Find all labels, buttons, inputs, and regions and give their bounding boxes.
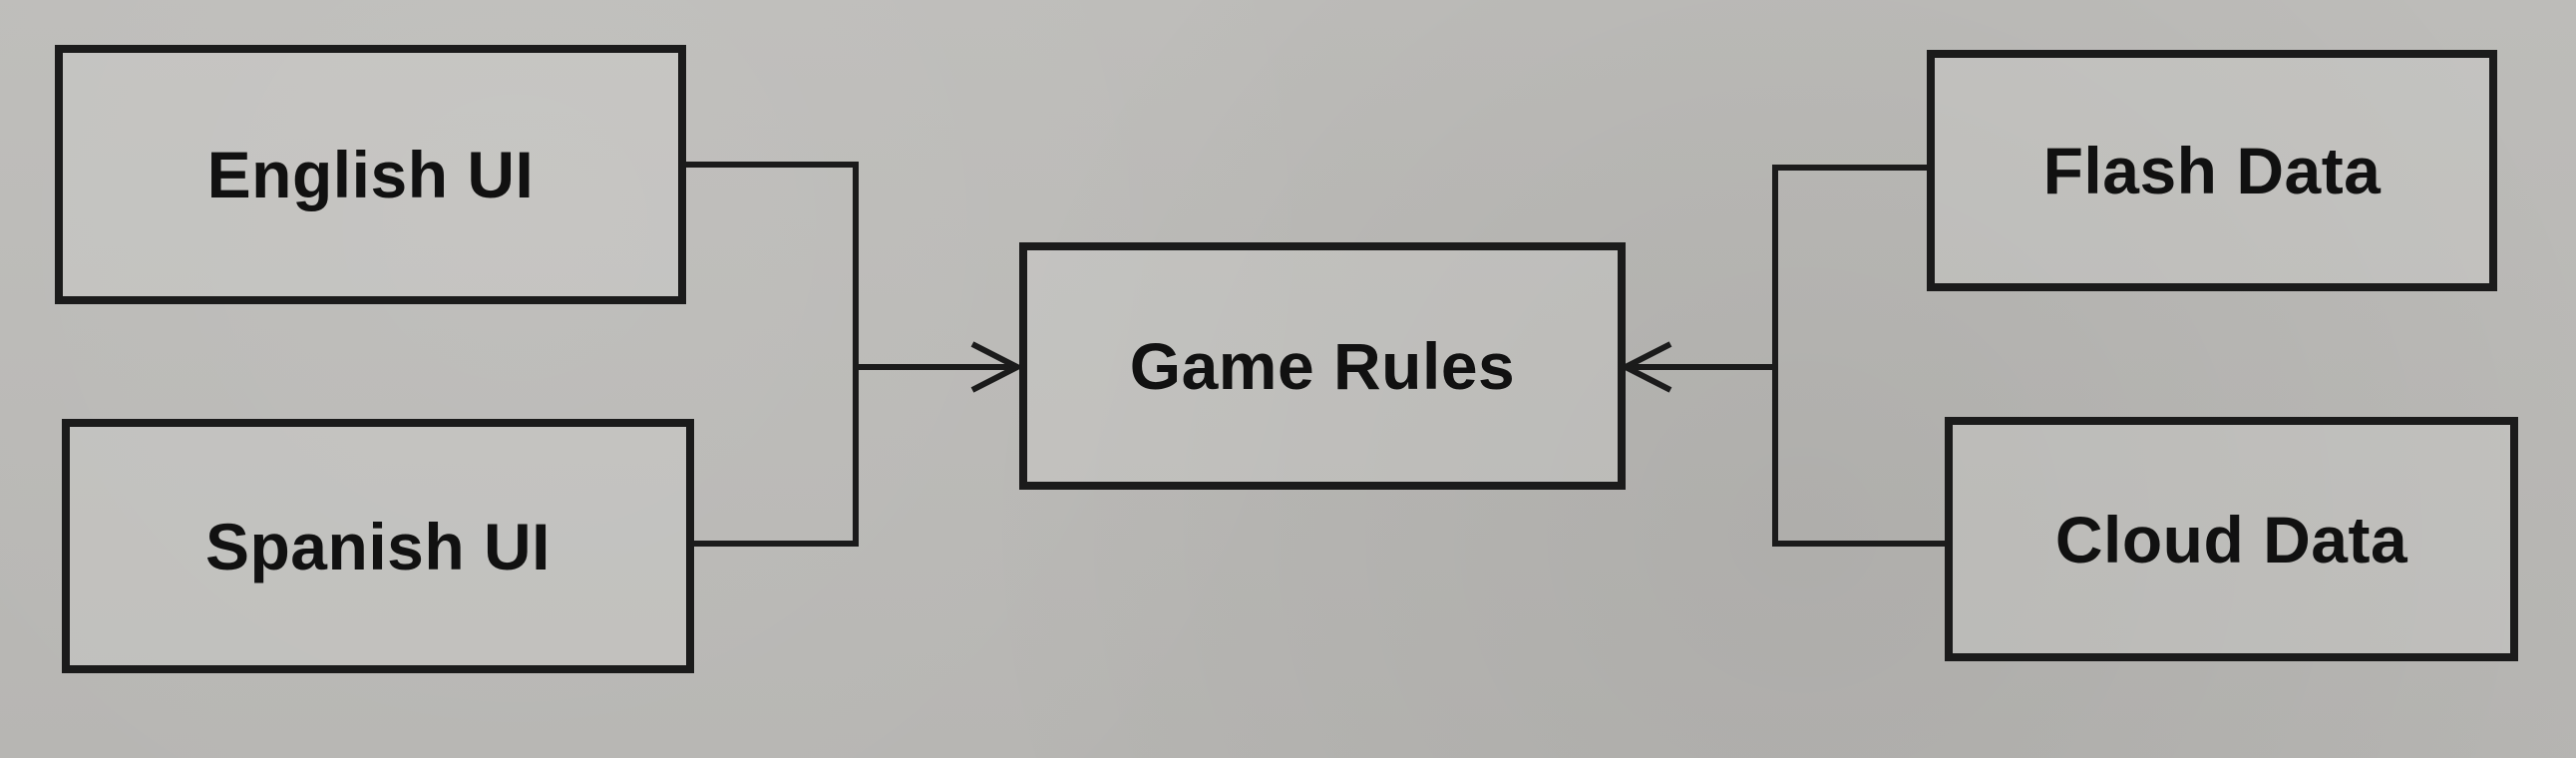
cloud-data-label: Cloud Data bbox=[2054, 502, 2408, 576]
spanish-ui-label: Spanish UI bbox=[204, 509, 552, 583]
spanish-ui-box: Spanish UI bbox=[62, 419, 694, 673]
flash-data-box: Flash Data bbox=[1927, 50, 2497, 291]
right-bracket-connector bbox=[1772, 165, 1945, 547]
english-ui-label: English UI bbox=[206, 138, 535, 211]
left-arrowhead bbox=[970, 341, 1024, 393]
game-rules-box: Game Rules bbox=[1019, 242, 1626, 490]
flash-data-label: Flash Data bbox=[2042, 134, 2382, 207]
cloud-data-box: Cloud Data bbox=[1945, 417, 2518, 661]
right-arrowhead bbox=[1619, 341, 1672, 393]
game-rules-label: Game Rules bbox=[1129, 329, 1516, 403]
left-bracket-connector bbox=[686, 162, 859, 547]
english-ui-box: English UI bbox=[55, 45, 686, 304]
